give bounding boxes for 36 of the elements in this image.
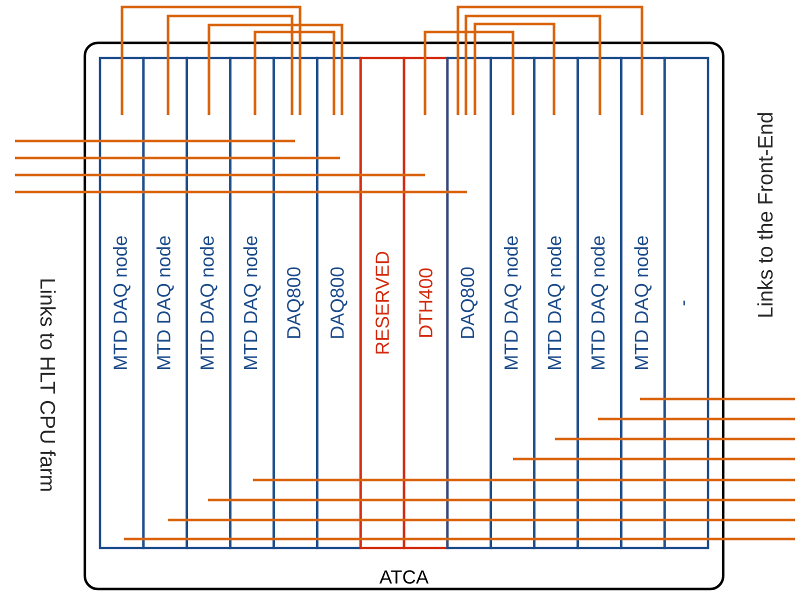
link-line <box>168 518 795 522</box>
link-line <box>640 398 795 400</box>
link-line <box>15 140 296 142</box>
slot-box: MTD DAQ node <box>142 56 188 550</box>
link-line <box>120 6 302 115</box>
slot-box: MTD DAQ node <box>533 56 579 550</box>
link-line <box>15 174 426 176</box>
slot-box: DAQ800 <box>316 56 362 550</box>
link-line <box>208 498 795 502</box>
slot-box: DTH400 <box>402 56 449 550</box>
side-label: Links to the Front-End <box>757 113 773 317</box>
link-line <box>474 22 556 115</box>
slot-box: MTD DAQ node <box>229 56 275 550</box>
link-line <box>166 14 294 115</box>
link-line <box>456 6 644 115</box>
link-line <box>464 14 602 115</box>
slot-box: - <box>663 56 710 550</box>
link-line <box>15 156 340 160</box>
slot-box: MTD DAQ node <box>576 56 622 550</box>
link-line <box>555 438 795 440</box>
slot-box: MTD DAQ node <box>620 56 666 550</box>
link-line <box>513 458 795 460</box>
link-line <box>253 478 795 482</box>
link-line <box>124 538 795 540</box>
slot-box: MTD DAQ node <box>490 56 536 550</box>
link-line <box>598 418 795 420</box>
side-label: Links to HLT CPU farm <box>40 280 56 491</box>
link-line <box>208 24 344 115</box>
link-line <box>254 30 336 115</box>
slot-box: DAQ800 <box>272 56 318 550</box>
link-line <box>424 30 514 115</box>
slot-box: MTD DAQ node <box>98 56 145 550</box>
slot-box: MTD DAQ node <box>186 56 232 550</box>
slot-box: DAQ800 <box>446 56 492 550</box>
slot-box: RESERVED <box>359 56 406 550</box>
link-line <box>15 190 467 194</box>
